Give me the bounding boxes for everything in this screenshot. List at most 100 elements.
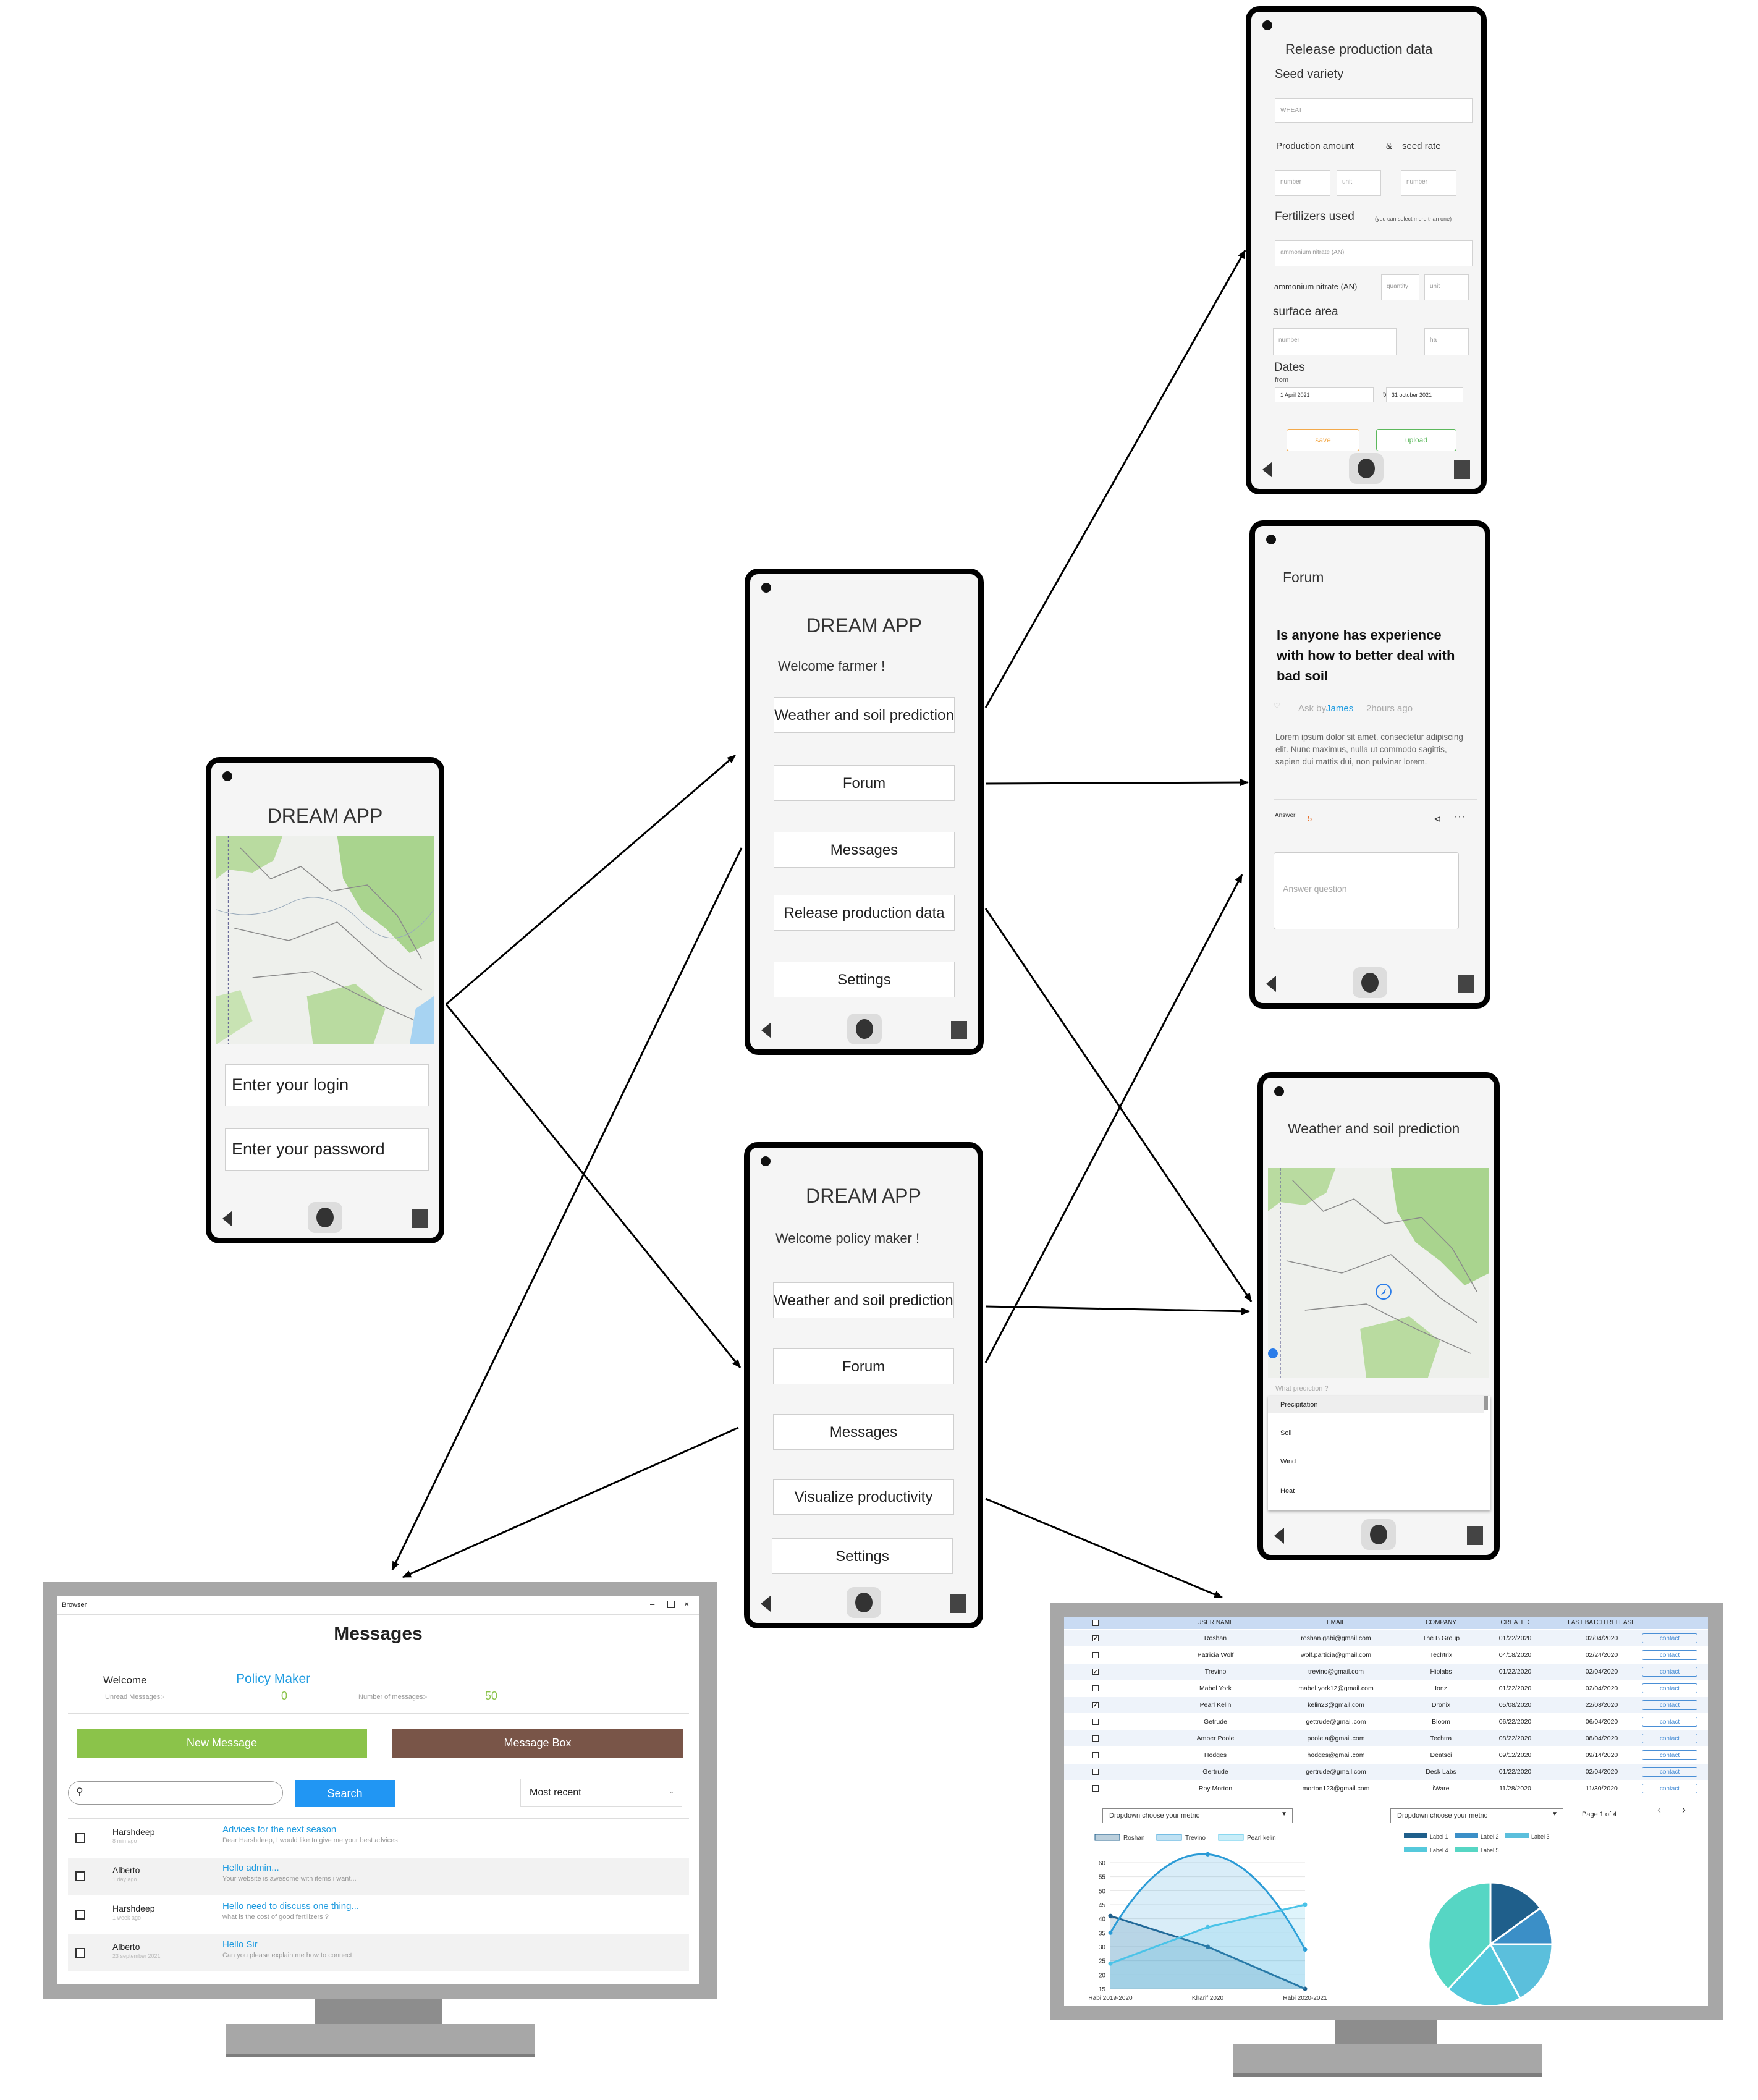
contact-button[interactable]: contact: [1642, 1767, 1697, 1777]
surface-unit-select[interactable]: ha: [1424, 328, 1469, 355]
upload-button[interactable]: upload: [1376, 429, 1456, 451]
contact-button[interactable]: contact: [1642, 1717, 1697, 1727]
close-icon[interactable]: ×: [684, 1599, 690, 1609]
row-checkbox[interactable]: [1092, 1735, 1099, 1742]
message-subject[interactable]: Hello Sir: [222, 1939, 258, 1950]
message-checkbox[interactable]: [75, 1948, 85, 1958]
message-checkbox[interactable]: [75, 1871, 85, 1881]
contact-button[interactable]: contact: [1642, 1667, 1697, 1677]
author-link[interactable]: James: [1326, 703, 1354, 714]
row-checkbox[interactable]: [1092, 1685, 1099, 1691]
dropdown-scrollbar[interactable]: [1484, 1396, 1488, 1410]
forum-button[interactable]: Forum: [773, 1348, 954, 1384]
answer-input[interactable]: Answer question: [1274, 852, 1459, 929]
new-message-button[interactable]: New Message: [77, 1729, 367, 1758]
back-icon[interactable]: [222, 1211, 232, 1227]
recent-apps-icon[interactable]: [951, 1021, 967, 1039]
contact-button[interactable]: contact: [1642, 1650, 1697, 1660]
option-wind[interactable]: Wind: [1280, 1458, 1296, 1465]
minimize-icon[interactable]: –: [650, 1599, 655, 1609]
home-icon[interactable]: [847, 1014, 882, 1044]
home-icon[interactable]: [308, 1202, 342, 1233]
save-button[interactable]: save: [1287, 429, 1359, 451]
metric-dropdown-left[interactable]: Dropdown choose your metric ▼: [1102, 1808, 1293, 1823]
contact-button[interactable]: contact: [1642, 1700, 1697, 1710]
back-icon[interactable]: [1274, 1528, 1284, 1544]
contact-button[interactable]: contact: [1642, 1750, 1697, 1760]
settings-button[interactable]: Settings: [774, 962, 955, 997]
row-checkbox[interactable]: [1092, 1752, 1099, 1758]
row-checkbox[interactable]: ✔: [1092, 1669, 1099, 1675]
home-icon[interactable]: [1353, 967, 1387, 998]
row-checkbox[interactable]: ✔: [1092, 1635, 1099, 1641]
contact-button[interactable]: contact: [1642, 1633, 1697, 1643]
search-input[interactable]: ⚲: [68, 1781, 283, 1805]
like-icon[interactable]: ♡: [1274, 701, 1280, 710]
home-icon[interactable]: [1349, 453, 1384, 484]
map[interactable]: [216, 836, 434, 1044]
prev-page-icon[interactable]: ‹: [1657, 1803, 1661, 1816]
weather-soil-button[interactable]: Weather and soil prediction: [773, 1282, 954, 1318]
message-box-button[interactable]: Message Box: [392, 1729, 683, 1758]
recent-apps-icon[interactable]: [1467, 1526, 1483, 1545]
fertilizer-quantity-input[interactable]: quantity: [1381, 274, 1419, 300]
seed-rate-input[interactable]: number: [1401, 170, 1456, 196]
maximize-icon[interactable]: [667, 1601, 675, 1608]
more-icon[interactable]: ⋯: [1454, 810, 1465, 823]
forum-button[interactable]: Forum: [774, 765, 955, 801]
from-date-input[interactable]: 1 April 2021: [1275, 387, 1374, 402]
row-checkbox[interactable]: ✔: [1092, 1702, 1099, 1708]
messages-button[interactable]: Messages: [773, 1414, 954, 1450]
select-all-checkbox[interactable]: [1092, 1620, 1099, 1626]
contact-button[interactable]: contact: [1642, 1784, 1697, 1793]
share-icon[interactable]: ⪦: [1434, 812, 1441, 824]
option-heat[interactable]: Heat: [1280, 1488, 1295, 1495]
weather-soil-button[interactable]: Weather and soil prediction: [774, 697, 955, 733]
contact-button[interactable]: contact: [1642, 1734, 1697, 1743]
prediction-select[interactable]: What prediction ?: [1275, 1385, 1329, 1392]
row-checkbox[interactable]: [1092, 1769, 1099, 1775]
message-subject[interactable]: Advices for the next season: [222, 1824, 337, 1835]
row-checkbox[interactable]: [1092, 1652, 1099, 1658]
visualize-productivity-button[interactable]: Visualize productivity: [773, 1479, 954, 1515]
recent-apps-icon[interactable]: [1458, 975, 1474, 993]
recent-apps-icon[interactable]: [1454, 460, 1470, 479]
option-soil[interactable]: Soil: [1280, 1429, 1292, 1437]
search-button[interactable]: Search: [295, 1780, 395, 1807]
production-amount-input[interactable]: number: [1275, 170, 1330, 196]
message-checkbox[interactable]: [75, 1833, 85, 1843]
option-precipitation[interactable]: Precipitation: [1268, 1396, 1484, 1413]
messages-button[interactable]: Messages: [774, 832, 955, 868]
metric-dropdown-right[interactable]: Dropdown choose your metric ▼: [1390, 1808, 1563, 1823]
message-subject[interactable]: Hello admin...: [222, 1863, 279, 1873]
login-input[interactable]: Enter your login: [225, 1064, 429, 1106]
back-icon[interactable]: [761, 1596, 771, 1612]
to-date-input[interactable]: 31 october 2021: [1386, 387, 1463, 402]
settings-button[interactable]: Settings: [772, 1538, 953, 1574]
recent-apps-icon[interactable]: [950, 1594, 966, 1613]
surface-area-input[interactable]: number: [1273, 328, 1397, 355]
home-icon[interactable]: [846, 1587, 881, 1618]
release-production-button[interactable]: Release production data: [774, 895, 955, 931]
message-subject[interactable]: Hello need to discuss one thing...: [222, 1901, 359, 1912]
sort-select[interactable]: Most recent ⌄: [520, 1779, 682, 1807]
home-icon[interactable]: [1361, 1519, 1396, 1550]
fertilizer-select[interactable]: ammonium nitrate (AN): [1275, 240, 1473, 266]
password-input[interactable]: Enter your password: [225, 1128, 429, 1171]
recent-apps-icon[interactable]: [412, 1209, 428, 1228]
message-checkbox[interactable]: [75, 1910, 85, 1920]
seed-variety-select[interactable]: WHEAT: [1275, 98, 1473, 123]
back-icon[interactable]: [761, 1022, 771, 1038]
contact-button[interactable]: contact: [1642, 1683, 1697, 1693]
next-page-icon[interactable]: ›: [1682, 1803, 1686, 1816]
fertilizer-unit-select[interactable]: unit: [1424, 274, 1469, 300]
row-checkbox[interactable]: [1092, 1719, 1099, 1725]
production-unit-select[interactable]: unit: [1337, 170, 1381, 196]
back-icon[interactable]: [1262, 462, 1272, 478]
row-checkbox[interactable]: [1092, 1785, 1099, 1792]
back-icon[interactable]: [1266, 976, 1276, 992]
